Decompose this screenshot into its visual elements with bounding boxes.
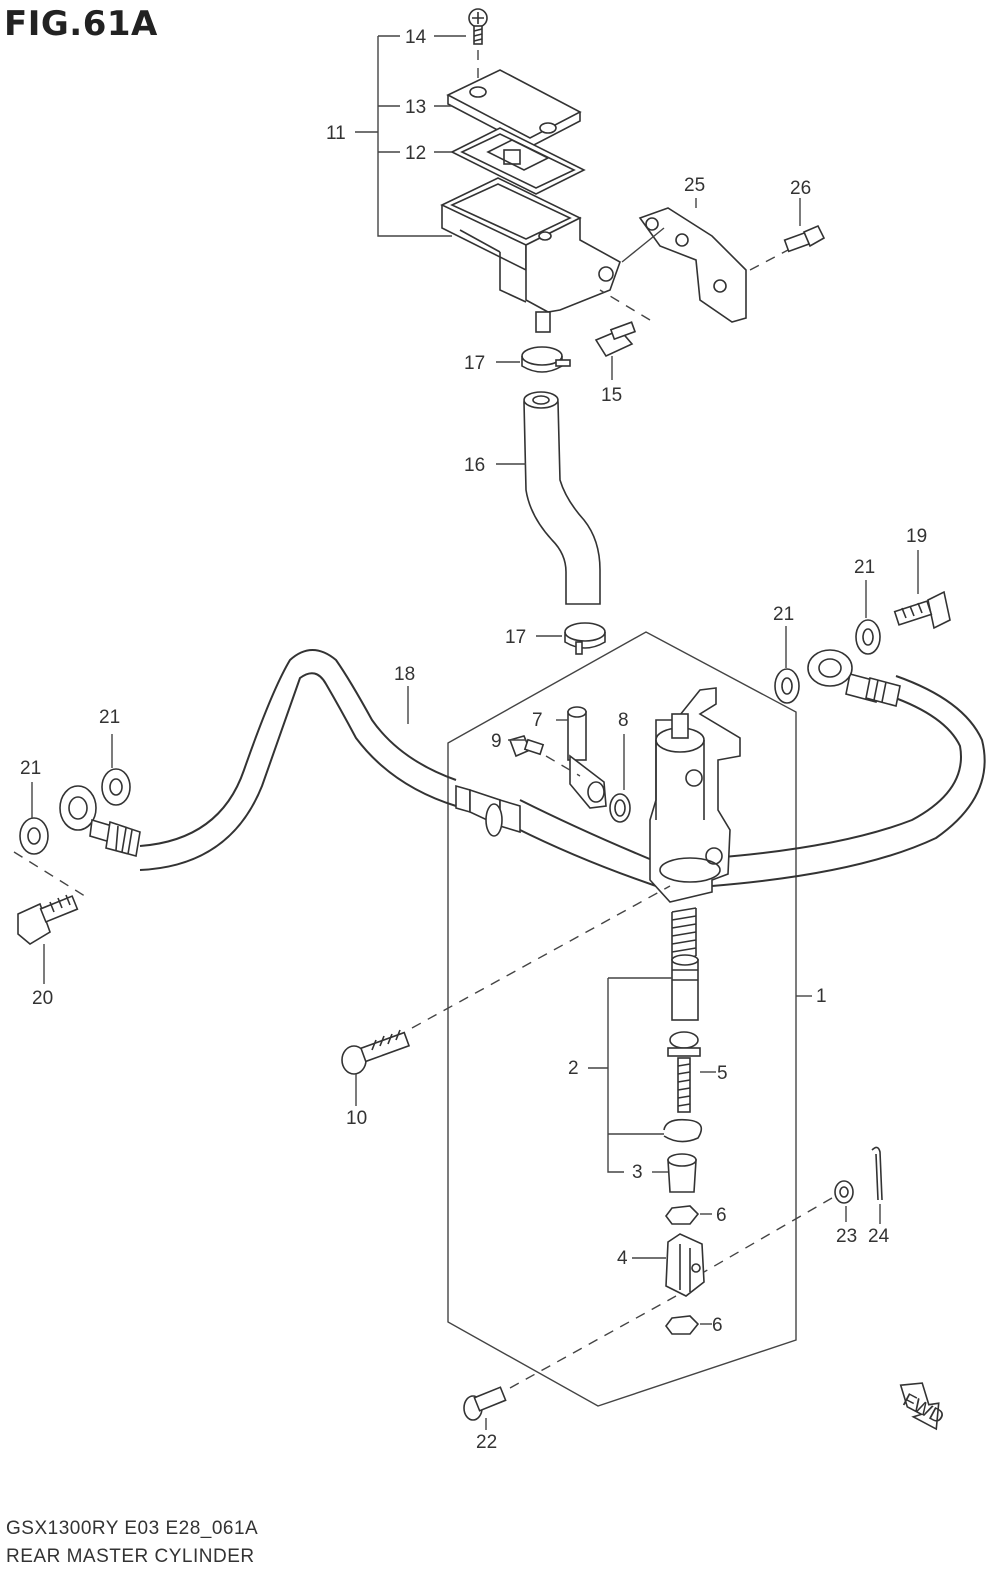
diaphragm-12 (450, 127, 586, 195)
washer-23 (834, 1180, 854, 1204)
callout-21-left-lower: 21 (20, 758, 41, 779)
circlip (663, 1118, 703, 1143)
cotter-pin-24 (871, 1146, 883, 1201)
callout-25: 25 (684, 175, 705, 196)
diagram-code: GSX1300RY E03 E28_061A (6, 1518, 259, 1539)
callout-21-right-lower: 21 (773, 604, 794, 625)
callout-23: 23 (836, 1226, 857, 1247)
boot-3 (667, 1153, 697, 1193)
callout-7: 7 (532, 710, 543, 731)
callout-17-upper: 17 (464, 353, 485, 374)
hose-clamp-17-upper (521, 346, 571, 373)
figure-title: FIG.61A (4, 4, 158, 44)
callout-14: 14 (405, 27, 427, 48)
reservoir-body-11 (440, 177, 621, 333)
fwd-arrow-icon: FWD (899, 1382, 947, 1431)
bolt-10 (341, 1029, 411, 1075)
callout-2: 2 (568, 1058, 579, 1079)
callout-4: 4 (617, 1248, 628, 1269)
hose-fitting-7 (567, 706, 607, 809)
callout-19: 19 (906, 526, 927, 547)
callout-20: 20 (32, 988, 53, 1009)
callout-12: 12 (405, 143, 426, 164)
callout-22: 22 (476, 1432, 497, 1453)
bracket-25 (638, 207, 747, 323)
hose-clamp-17-lower (564, 622, 606, 655)
screw-9 (508, 735, 545, 758)
callout-15: 15 (601, 385, 622, 406)
brake-hose-18 (139, 649, 657, 887)
piston-2 (671, 954, 699, 1021)
washer-21-right-upper (855, 619, 881, 655)
diagram-name: REAR MASTER CYLINDER (6, 1546, 255, 1567)
callout-13: 13 (405, 97, 426, 118)
brake-hose-right (711, 649, 986, 887)
nut-6-lower (665, 1315, 700, 1335)
push-rod-5 (667, 1031, 701, 1113)
callout-10: 10 (346, 1108, 367, 1129)
hose-16 (523, 391, 601, 605)
callout-11: 11 (326, 123, 346, 144)
bolt-15 (594, 321, 637, 358)
callout-18: 18 (394, 664, 415, 685)
callout-3: 3 (632, 1162, 643, 1183)
screw-14 (468, 8, 488, 45)
master-cylinder-body (649, 687, 741, 903)
nut-6-upper (665, 1205, 700, 1225)
callout-5: 5 (717, 1063, 728, 1084)
o-ring-8 (609, 793, 631, 823)
clevis-pin-22 (463, 1386, 507, 1421)
clevis-4 (665, 1233, 705, 1297)
hose-fitting-center (455, 784, 521, 837)
banjo-fitting-left (59, 785, 141, 857)
callout-21-left-upper: 21 (99, 707, 120, 728)
callout-1: 1 (816, 986, 827, 1007)
callout-6-upper: 6 (716, 1205, 727, 1226)
callout-16: 16 (464, 455, 485, 476)
washer-21-left-lower (19, 817, 49, 855)
washer-21-left-upper (101, 768, 131, 806)
callout-8: 8 (618, 710, 629, 731)
bolt-26 (783, 224, 826, 253)
union-bolt-20 (17, 894, 79, 945)
union-bolt-19 (893, 590, 951, 630)
spring (671, 907, 697, 961)
washer-21-right-lower (774, 668, 800, 704)
callout-21-right-upper: 21 (854, 557, 875, 578)
callout-17-lower: 17 (505, 627, 526, 648)
callout-6-lower: 6 (712, 1315, 723, 1336)
callout-9: 9 (491, 731, 502, 752)
callout-26: 26 (790, 178, 811, 199)
callout-24: 24 (868, 1226, 890, 1247)
